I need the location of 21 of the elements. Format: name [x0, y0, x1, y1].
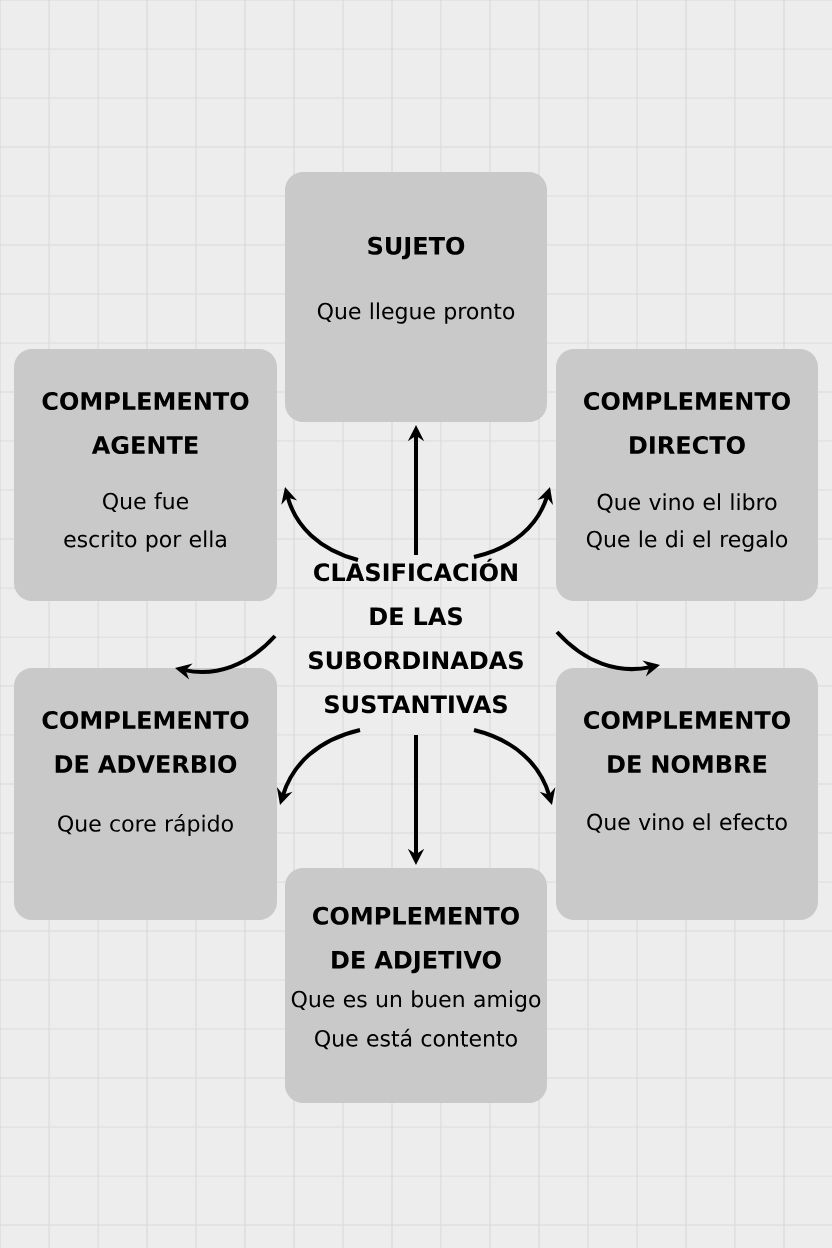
example-text: Que llegue pronto	[317, 302, 515, 324]
example-text: Que le di el regalo	[586, 530, 788, 552]
heading: COMPLEMENTO DE ADVERBIO	[42, 710, 249, 774]
category-box	[556, 349, 818, 601]
heading: COMPLEMENTO AGENTE	[42, 391, 249, 455]
example-text: Que es un buen amigo	[291, 990, 541, 1012]
heading: COMPLEMENTO DIRECTO	[584, 391, 790, 455]
example-text: Que vino el libro	[597, 493, 777, 513]
example-text: Que core rápido	[58, 813, 233, 837]
category-box	[14, 668, 277, 920]
category-box	[285, 172, 547, 422]
heading: SUJETO	[368, 236, 465, 260]
category-box	[556, 668, 818, 920]
example-text: Que vino el efecto	[587, 813, 787, 833]
example-text: Que fue escrito por ella	[64, 492, 226, 552]
category-box	[14, 349, 277, 601]
category-box	[285, 868, 547, 1103]
title-text: CLASIFICACIÓN DE LAS SUBORDINADAS SUSTANTIVAS	[309, 558, 523, 714]
heading: COMPLEMENTO DE ADJETIVO	[313, 906, 519, 974]
heading: COMPLEMENTO DE NOMBRE	[584, 710, 790, 774]
example-text: Que está contento	[315, 1028, 517, 1050]
